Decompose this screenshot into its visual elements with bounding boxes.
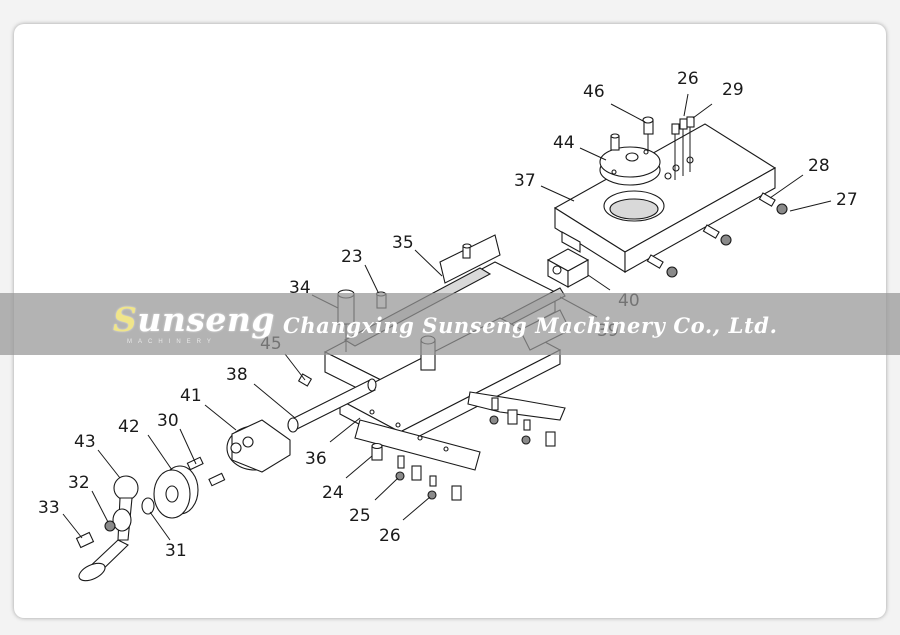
handle [75, 475, 139, 582]
callout-46: 46 [583, 82, 605, 102]
washer [141, 497, 155, 515]
nut-block [546, 248, 590, 288]
logo-subtitle: MACHINERY [127, 339, 217, 345]
callout-36: 36 [305, 449, 327, 469]
callout-27: 27 [836, 190, 858, 210]
callout-32: 32 [68, 473, 90, 493]
callout-29: 29 [722, 80, 744, 100]
compound-top-plate [553, 123, 777, 273]
callout-33: 33 [38, 498, 60, 518]
callout-43: 43 [74, 432, 96, 452]
gib-screws [646, 192, 788, 278]
callout-37: 37 [514, 171, 536, 191]
callout-28: 28 [808, 156, 830, 176]
saddle-screws [371, 397, 556, 501]
callout-26-lower: 26 [379, 526, 401, 546]
callout-24: 24 [322, 483, 344, 503]
lead-screw [287, 373, 377, 433]
callout-35: 35 [392, 233, 414, 253]
callout-26: 26 [677, 69, 699, 89]
callout-41: 41 [180, 386, 202, 406]
logo-wordmark: Sunseng [113, 300, 275, 339]
sunseng-logo: Sunseng MACHINERY [113, 300, 274, 348]
callout-23: 23 [341, 247, 363, 267]
callout-25: 25 [349, 506, 371, 526]
company-name: Changxing Sunseng Machinery Co., Ltd. [283, 313, 778, 338]
callout-31: 31 [165, 541, 187, 561]
callout-42: 42 [118, 417, 140, 437]
callout-30: 30 [157, 411, 179, 431]
dial [153, 456, 226, 519]
callout-44: 44 [553, 133, 575, 153]
top-screws [642, 116, 695, 180]
turret-disk [599, 133, 661, 186]
bracket [226, 419, 291, 473]
watermark-band [0, 293, 900, 355]
callout-38: 38 [226, 365, 248, 385]
